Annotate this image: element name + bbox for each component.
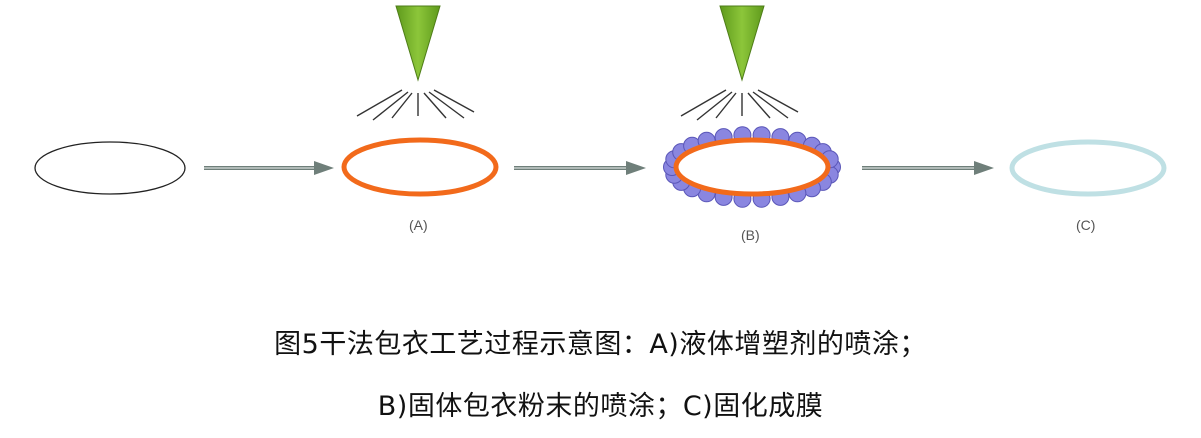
stage-label-b: (B)	[741, 227, 760, 243]
spray-nozzle-b	[680, 5, 799, 121]
spray-line-icon	[680, 89, 799, 121]
plasticizer-coated-core	[341, 137, 499, 197]
spray-nozzle-icon	[395, 5, 441, 82]
figure-caption-line-2: B)固体包衣粉末的喷涂；C)固化成膜	[377, 391, 824, 422]
powder-coated-core	[673, 137, 831, 197]
figure-caption-line-1: 图5干法包衣工艺过程示意图：A)液体增塑剂的喷涂；	[274, 329, 927, 360]
cured-film-core	[1009, 139, 1167, 197]
spray-nozzle-a	[356, 5, 475, 121]
stage-label-a: (A)	[409, 217, 428, 233]
arrow-right-icon	[204, 161, 334, 175]
uncoated-core	[34, 141, 186, 195]
spray-line-icon	[356, 89, 475, 121]
arrow-right-icon	[514, 161, 646, 175]
stage-label-c: (C)	[1076, 217, 1095, 233]
arrow-right-icon	[862, 161, 994, 175]
coating-process-diagram: (A) (B) (C)	[34, 5, 1167, 243]
spray-nozzle-icon	[719, 5, 765, 82]
